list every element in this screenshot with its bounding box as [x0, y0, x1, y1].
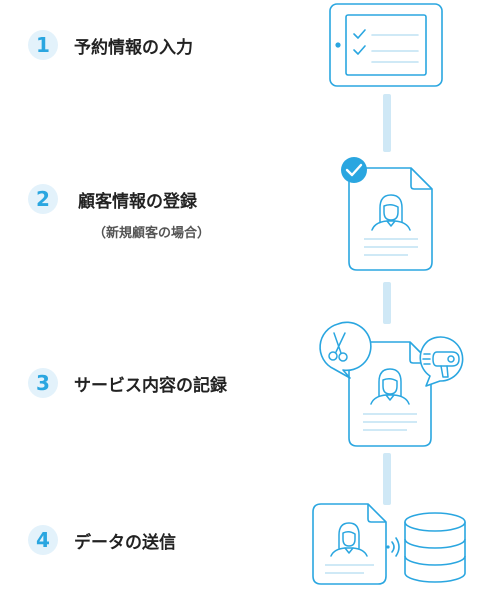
data-transmit-database-icon	[312, 503, 466, 585]
step-number-badge: 1	[28, 30, 58, 60]
connector-lines	[383, 94, 391, 505]
check-badge-icon	[341, 157, 367, 183]
step-3: 3 サービス内容の記録	[28, 368, 227, 398]
service-record-icon	[319, 321, 464, 447]
scissors-bubble-icon	[319, 321, 372, 379]
customer-document-check-icon	[341, 157, 433, 271]
signal-waves-icon	[386, 537, 400, 557]
step-title: データの送信	[74, 532, 176, 553]
hair-dryer-bubble-icon	[419, 336, 464, 387]
person-avatar-icon	[371, 194, 411, 231]
step-number-badge: 2	[28, 184, 58, 214]
step-title: サービス内容の記録	[74, 375, 227, 396]
step-number-badge: 4	[28, 525, 58, 555]
step-title: 顧客情報の登録	[78, 191, 197, 212]
step-subtitle: （新規顧客の場合）	[93, 226, 211, 241]
person-avatar-icon	[370, 368, 410, 405]
step-title: 予約情報の入力	[74, 37, 193, 58]
step-1: 1 予約情報の入力	[28, 30, 193, 60]
database-icon	[404, 512, 466, 583]
step-4: 4 データの送信	[28, 525, 176, 555]
tablet-checklist-icon	[329, 3, 443, 87]
step-number-badge: 3	[28, 368, 58, 398]
step-2: 2 顧客情報の登録	[28, 184, 197, 214]
person-avatar-icon	[330, 522, 368, 557]
